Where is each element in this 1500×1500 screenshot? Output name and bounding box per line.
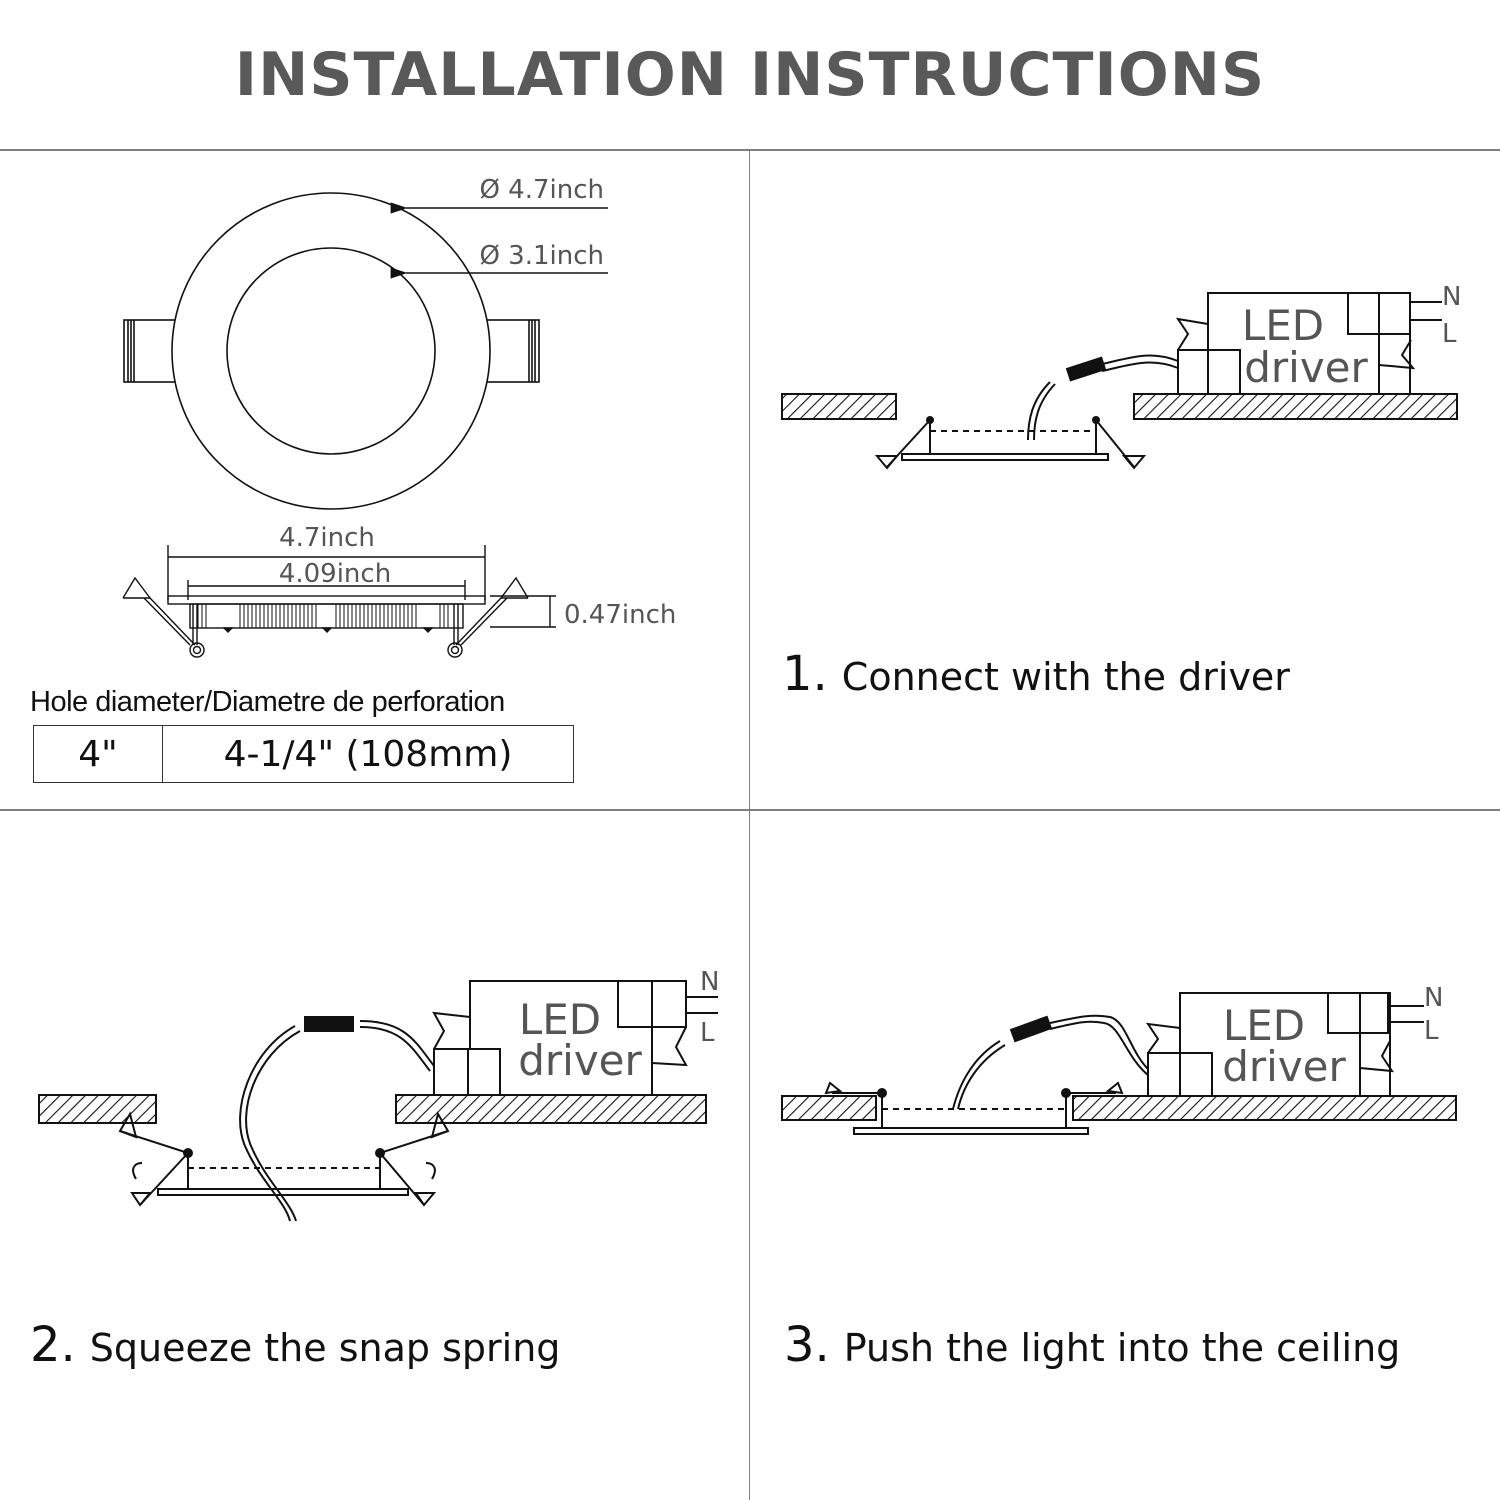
- live-terminal-label: L: [1424, 1016, 1439, 1046]
- light-side-view: [122, 545, 556, 658]
- step-2-text: Squeeze the snap spring: [89, 1326, 561, 1370]
- hole-diameter-caption: Hole diameter/Diametre de perforation: [30, 686, 505, 718]
- step-1-label: 1. Connect with the driver: [782, 646, 1290, 702]
- page-title: INSTALLATION INSTRUCTIONS: [234, 40, 1266, 110]
- divider-vertical: [749, 150, 750, 1500]
- panel-step-3: LED driver N L 3. Push the light into the…: [750, 811, 1500, 1500]
- driver-label-line2: driver: [1222, 1042, 1346, 1091]
- step-3-number: 3.: [784, 1317, 830, 1373]
- fixture-size-cell: 4": [33, 725, 163, 783]
- table-row: 4" 4-1/4" (108mm): [33, 725, 574, 783]
- led-driver-box: [432, 980, 718, 1096]
- led-driver-box: [1145, 992, 1424, 1097]
- neutral-terminal-label: N: [1442, 282, 1461, 312]
- panel-dimensions: Ø 4.7inch Ø 3.1inch: [0, 0, 749, 809]
- step-2-illustration: LED driver N L: [38, 967, 719, 1222]
- diameter-callouts: Ø 4.7inch Ø 3.1inch: [390, 175, 608, 279]
- squeeze-arrow-right: [425, 1162, 436, 1180]
- step-2-label: 2. Squeeze the snap spring: [30, 1317, 560, 1373]
- live-terminal-label: L: [1442, 319, 1457, 349]
- driver-label-line2: driver: [1244, 343, 1368, 392]
- dimension-drawing: Ø 4.7inch Ø 3.1inch: [122, 175, 676, 658]
- wire-connector: [1027, 354, 1179, 441]
- driver-label-line2: driver: [518, 1036, 642, 1085]
- step-1-illustration: LED driver N L: [781, 282, 1461, 470]
- panel-step-2: LED driver N L: [0, 811, 749, 1500]
- wire-connector: [952, 1014, 1149, 1110]
- step-3-text: Push the light into the ceiling: [843, 1326, 1401, 1370]
- step-1-number: 1.: [782, 646, 828, 702]
- divider-top: [0, 149, 1500, 151]
- step-3-label: 3. Push the light into the ceiling: [784, 1317, 1400, 1373]
- light-top-view: [123, 192, 540, 510]
- ceiling-section: [781, 1095, 1457, 1121]
- live-terminal-label: L: [700, 1018, 715, 1048]
- step-1-text: Connect with the driver: [841, 655, 1290, 699]
- step-3-illustration: LED driver N L: [781, 983, 1457, 1135]
- driver-label-line1: LED: [1242, 301, 1324, 350]
- light-panel-step2: [118, 1111, 450, 1207]
- hole-size-cell: 4-1/4" (108mm): [162, 725, 574, 783]
- outer-diameter-label: Ø 4.7inch: [479, 175, 604, 205]
- cutout-width-label: 4.09inch: [279, 559, 391, 589]
- driver-label-line1: LED: [1223, 1001, 1305, 1050]
- driver-label-line1: LED: [519, 995, 601, 1044]
- ceiling-section: [38, 1094, 707, 1124]
- side-width-label: 4.7inch: [279, 523, 375, 553]
- step-2-number: 2.: [30, 1317, 76, 1373]
- squeeze-arrow-left: [132, 1162, 143, 1180]
- neutral-terminal-label: N: [1424, 983, 1443, 1013]
- inner-diameter-label: Ø 3.1inch: [479, 241, 604, 271]
- wire-connector: [239, 1016, 435, 1222]
- neutral-terminal-label: N: [700, 967, 719, 997]
- ceiling-section: [781, 393, 1458, 420]
- hole-diameter-table: 4" 4-1/4" (108mm): [33, 725, 574, 783]
- led-driver-box: [1175, 292, 1442, 395]
- height-label: 0.47inch: [564, 600, 676, 630]
- divider-middle: [0, 809, 1500, 811]
- light-panel-step1: [874, 416, 1147, 470]
- panel-step-1: LED driver N L 1. Connect with the driver: [750, 150, 1500, 809]
- light-panel-step3: [824, 1081, 1124, 1135]
